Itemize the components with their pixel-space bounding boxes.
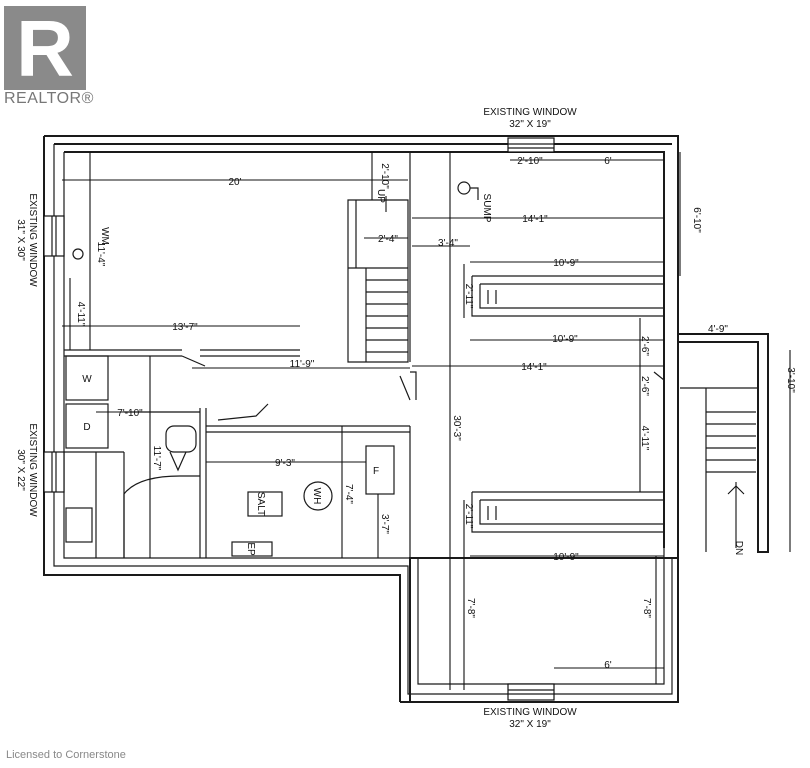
dim-11-9: 11'-9"	[290, 359, 315, 370]
dim-2-4: 2'-4"	[378, 234, 398, 245]
license-footer: Licensed to Cornerstone	[6, 749, 126, 761]
dim-6-10: 6'-10"	[691, 207, 702, 233]
dim-2-11-lower: 2'-11"	[463, 504, 474, 529]
window-top-size: 32" X 19"	[509, 119, 551, 130]
fixtures	[65, 181, 479, 558]
dim-4-9: 4'-9"	[708, 324, 728, 335]
dim-30-3: 30'-3"	[451, 415, 462, 441]
label-wh: WH	[311, 488, 322, 505]
dimension-labels: 20' 2'-10" 2'-10" 6' 6'-10" 14'-1" 11'-4…	[75, 156, 796, 671]
dim-9-3: 9'-3"	[275, 458, 295, 469]
dim-3-10: 3'-10"	[785, 367, 796, 393]
window-left-lower-size: 30" X 22"	[15, 449, 26, 491]
toilet	[165, 425, 197, 453]
dim-4-11-right: 4'-11"	[639, 426, 650, 451]
window-top-label: EXISTING WINDOW	[483, 107, 577, 118]
label-up: UP	[375, 189, 386, 203]
dim-7-10: 7'-10"	[117, 408, 143, 419]
window-bottom-label: EXISTING WINDOW	[483, 707, 577, 718]
dim-11-7: 11'-7"	[151, 446, 162, 471]
window-left-upper-size: 31" X 30"	[15, 219, 26, 261]
dim-10-9-middle: 10'-9"	[552, 334, 578, 345]
label-salt: SALT	[255, 492, 266, 516]
sink	[65, 507, 93, 543]
outer-walls	[43, 135, 679, 703]
dim-2-6-lower: 2'-6"	[639, 376, 650, 396]
interior-walls-left	[64, 349, 665, 558]
label-ep: EP	[245, 542, 256, 556]
label-dn: DN	[733, 541, 744, 555]
dim-2-11-upper: 2'-11"	[463, 284, 474, 309]
label-d: D	[83, 422, 90, 433]
water-heater	[303, 481, 333, 511]
dim-7-8-right: 7'-8"	[641, 598, 652, 618]
dim-14-1-middle: 14'-1"	[521, 362, 547, 373]
washing-machine-hookup	[72, 248, 84, 260]
furnace	[365, 445, 395, 495]
window-left-lower-label: EXISTING WINDOW	[27, 423, 38, 517]
dim-14-1-top: 14'-1"	[522, 214, 548, 225]
sump-pump	[457, 181, 471, 195]
electrical-panel	[231, 541, 273, 557]
interior-walls-right	[471, 275, 664, 533]
label-w: W	[82, 374, 92, 385]
dimension-lines	[62, 152, 791, 690]
dim-3-4: 3'-4"	[438, 238, 458, 249]
dim-2-10-left: 2'-10"	[379, 163, 390, 189]
logo-letter: R	[16, 4, 74, 93]
windows	[43, 137, 555, 701]
dim-10-9-lower: 10'-9"	[553, 552, 579, 563]
label-f: F	[373, 466, 379, 477]
dim-11-4: 11'-4"	[95, 242, 106, 267]
dim-2-10-top: 2'-10"	[517, 156, 543, 167]
left-stairs	[347, 152, 411, 363]
dim-7-4: 7'-4"	[343, 484, 354, 504]
window-bottom-size: 32" X 19"	[509, 719, 551, 730]
realtor-logo: R	[4, 4, 86, 93]
dim-6-bottom: 6'	[604, 660, 612, 671]
dim-10-9-upper: 10'-9"	[553, 258, 579, 269]
dim-7-8-left: 7'-8"	[465, 598, 476, 618]
dim-3-7: 3'-7"	[379, 514, 390, 534]
dim-13-7: 13'-7"	[172, 322, 198, 333]
salt-tank	[247, 491, 283, 517]
dryer	[65, 403, 109, 449]
label-wm: WM	[99, 227, 110, 245]
window-left-upper-label: EXISTING WINDOW	[27, 193, 38, 287]
fixture-labels: WM SUMP UP DN W D SALT WH F EP	[82, 189, 744, 556]
label-sump: SUMP	[481, 194, 492, 223]
dim-4-11-left: 4'-11"	[75, 302, 86, 327]
dim-6-top: 6'	[604, 156, 612, 167]
dim-2-6-upper: 2'-6"	[639, 336, 650, 356]
window-labels: EXISTING WINDOW 32" X 19" EXISTING WINDO…	[15, 107, 577, 730]
dim-20: 20'	[228, 177, 241, 188]
washer	[65, 355, 109, 401]
right-stair-walls	[678, 333, 769, 553]
realtor-wordmark: REALTOR®	[4, 90, 94, 107]
